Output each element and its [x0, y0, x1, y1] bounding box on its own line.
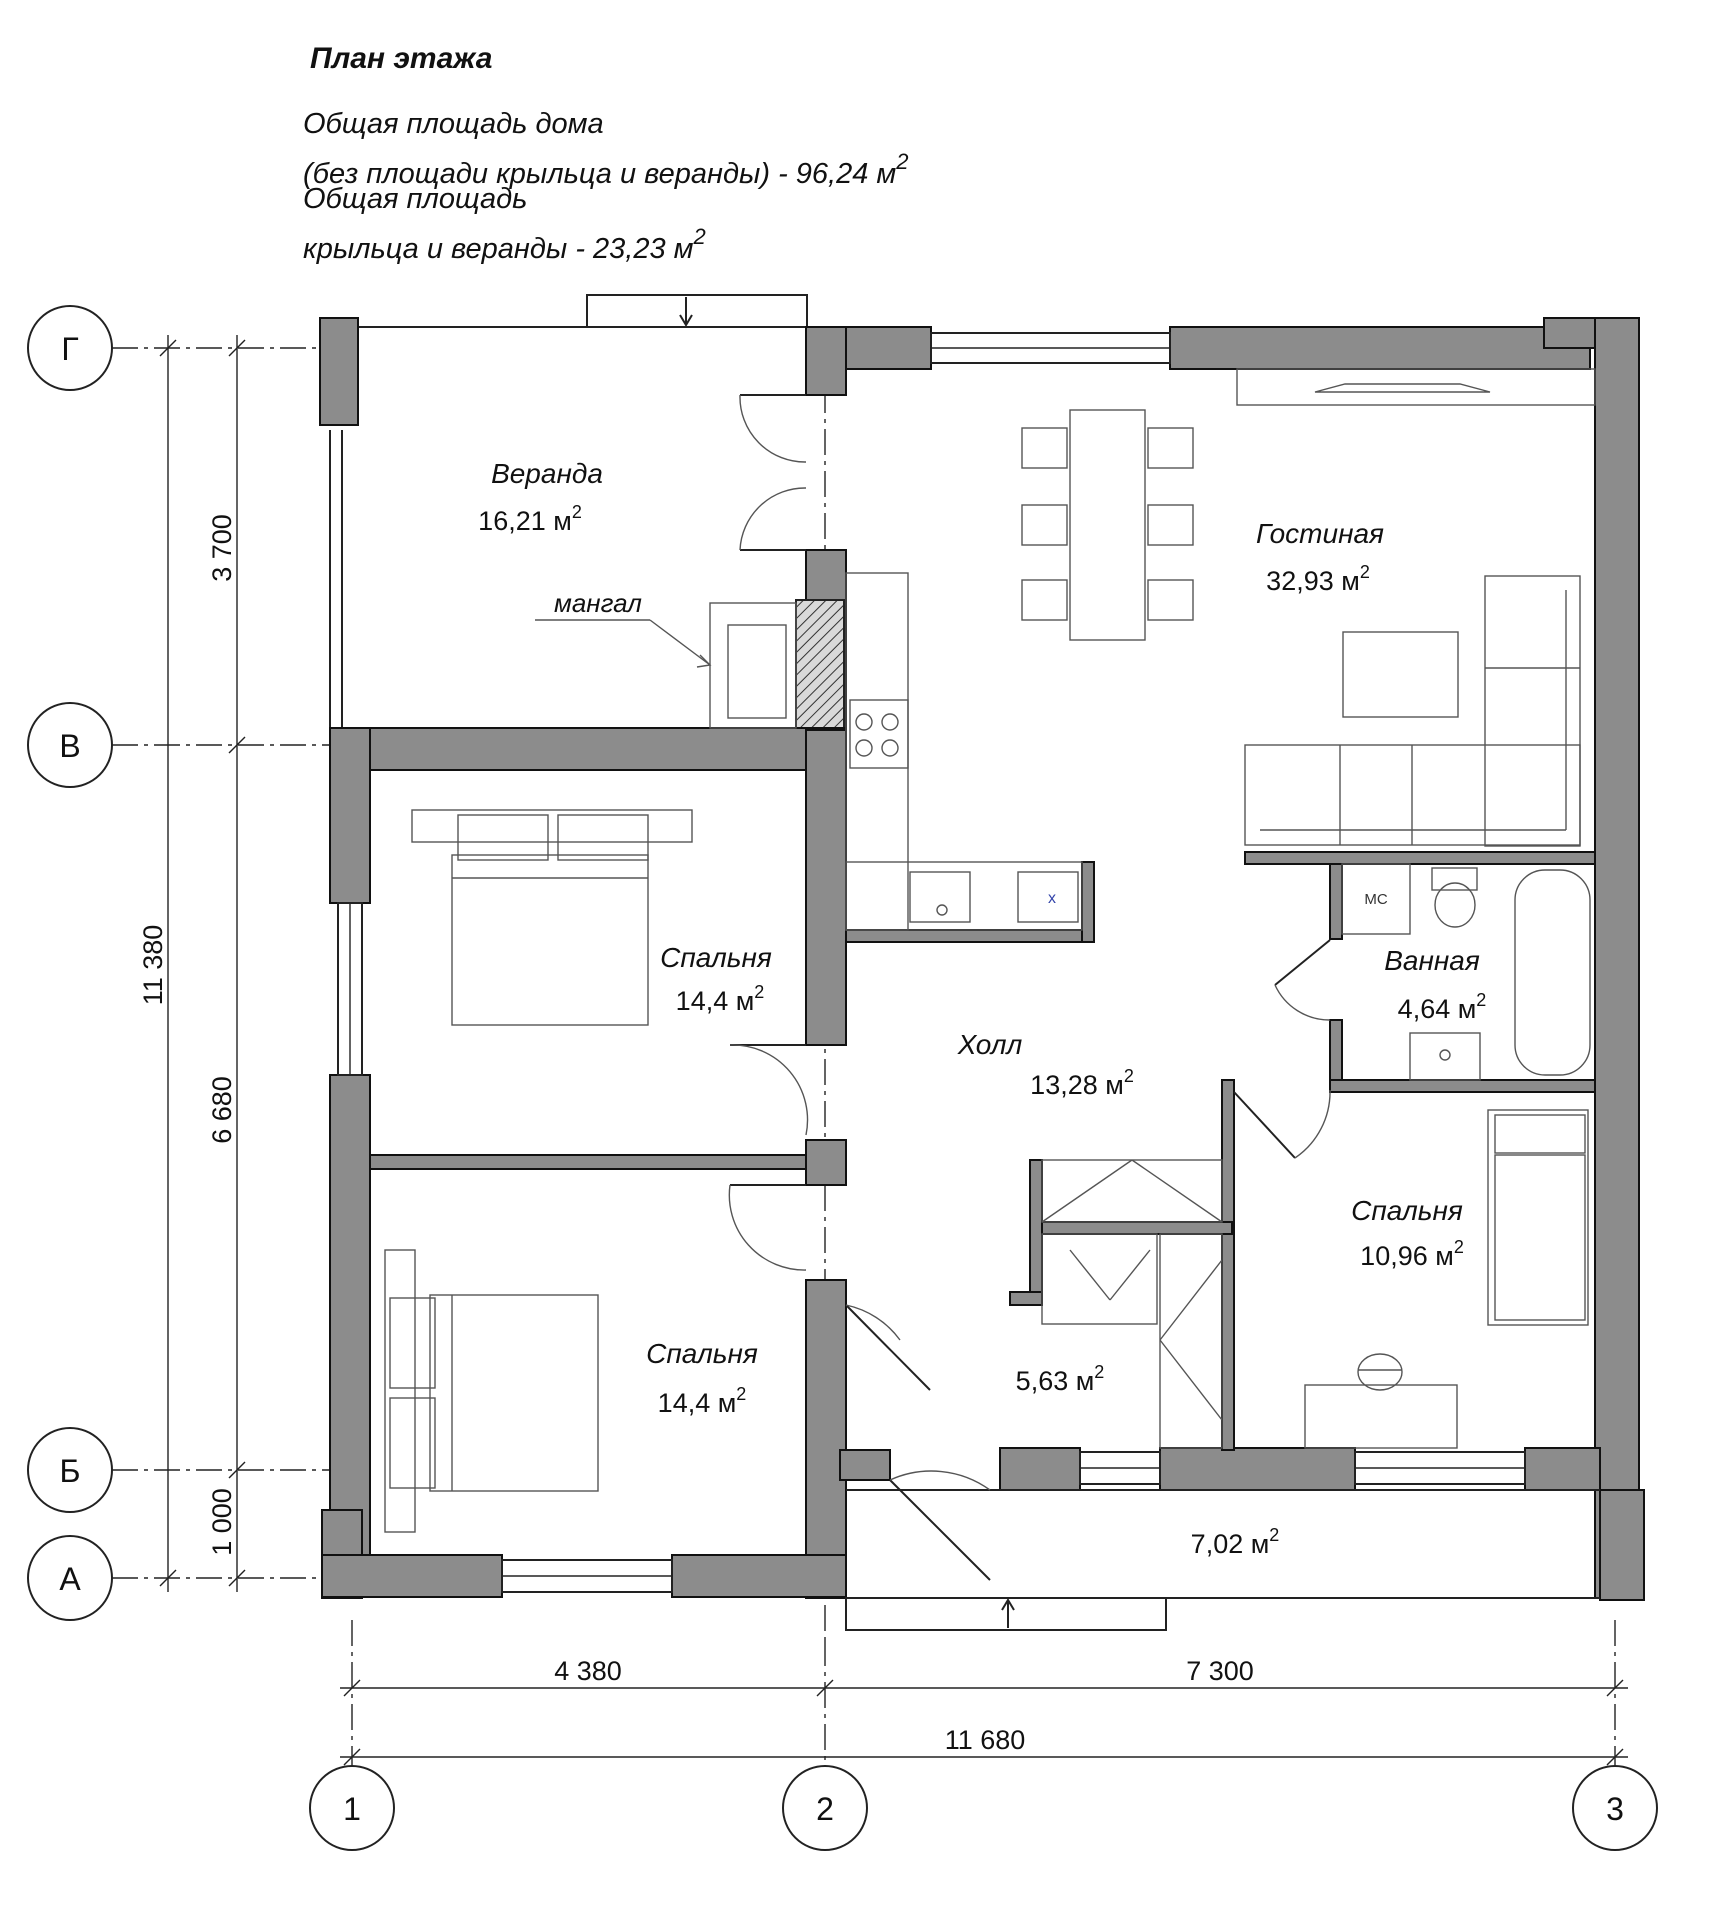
- room-area-porch: 7,02 м2: [1191, 1525, 1280, 1559]
- vertical-dimensions: [159, 335, 246, 1592]
- room-area-bedroom-3: 10,96 м2: [1360, 1237, 1464, 1271]
- svg-text:А: А: [59, 1561, 81, 1597]
- bbq-grill: [535, 602, 797, 729]
- total-area-note-line2: (без площади крыльца и веранды) - 96,24 …: [303, 149, 909, 190]
- coffee-table: [1342, 631, 1459, 718]
- svg-text:Б: Б: [60, 1453, 81, 1489]
- room-area-bedroom-2: 14,4 м2: [658, 1384, 747, 1418]
- bathroom-fixtures: МС: [1341, 863, 1591, 1081]
- corner-sofa: [1244, 575, 1581, 847]
- axis-marker-1: 1: [309, 1765, 395, 1851]
- room-area-bath: 4,64 м2: [1398, 990, 1487, 1024]
- svg-text:В: В: [59, 728, 80, 764]
- room-name-bath: Ванная: [1384, 945, 1480, 976]
- room-name-hall: Холл: [957, 1029, 1023, 1060]
- room-name-bedroom-3: Спальня: [1351, 1195, 1463, 1226]
- axis-marker-b: Б: [27, 1427, 113, 1513]
- axis-marker-a: А: [27, 1535, 113, 1621]
- bbq-label: мангал: [554, 588, 642, 618]
- room-name-living: Гостиная: [1256, 518, 1384, 549]
- room-area-storage: 5,63 м2: [1016, 1362, 1105, 1396]
- axis-marker-g: Г: [27, 305, 113, 391]
- dim-v-bot: 1 000: [207, 1488, 237, 1556]
- dim-h-right: 7 300: [1186, 1656, 1254, 1686]
- kitchen-counter: х: [845, 572, 1083, 931]
- axis-marker-v: В: [27, 702, 113, 788]
- dim-h-left: 4 380: [554, 1656, 622, 1686]
- dining-table: [1021, 409, 1194, 641]
- desk-bedroom-3: [1304, 1353, 1458, 1449]
- axis-marker-3: 3: [1572, 1765, 1658, 1851]
- dim-h-total: 11 680: [945, 1725, 1026, 1755]
- axis-marker-2: 2: [782, 1765, 868, 1851]
- sink-mark: х: [1048, 890, 1056, 907]
- bed-bedroom-3: [1487, 1109, 1589, 1326]
- room-area-bedroom-1: 14,4 м2: [676, 982, 765, 1016]
- dim-v-mid: 6 680: [207, 1076, 237, 1144]
- horizontal-dimensions: [340, 1679, 1628, 1766]
- dim-v-total: 11 380: [138, 925, 168, 1006]
- svg-text:3: 3: [1606, 1791, 1624, 1827]
- doors: [728, 394, 1331, 1581]
- toilet-label: МС: [1364, 891, 1387, 908]
- bed-bedroom-1: [411, 809, 693, 1026]
- room-area-hall: 13,28 м2: [1030, 1066, 1134, 1100]
- room-name-veranda: Веранда: [491, 458, 603, 489]
- bed-bedroom-2: [384, 1249, 599, 1533]
- porch-area-note-line1: Общая площадь: [303, 183, 527, 215]
- room-name-bedroom-2: Спальня: [646, 1338, 758, 1369]
- svg-text:2: 2: [816, 1791, 834, 1827]
- svg-text:1: 1: [343, 1791, 361, 1827]
- room-area-veranda: 16,21 м2: [478, 502, 582, 536]
- svg-text:Г: Г: [61, 331, 78, 367]
- kitchen-hood: [1236, 368, 1596, 406]
- porch-outline: [845, 1489, 1600, 1631]
- room-area-living: 32,93 м2: [1266, 562, 1370, 596]
- walls: [319, 317, 1645, 1601]
- total-area-note-line1: Общая площадь дома: [303, 108, 604, 140]
- closet-cross: [1041, 1159, 1223, 1449]
- plan-title: План этажа: [310, 42, 492, 75]
- veranda-outline: [320, 294, 808, 728]
- dim-v-top: 3 700: [207, 514, 237, 582]
- room-name-bedroom-1: Спальня: [660, 942, 772, 973]
- porch-area-note-line2: крыльца и веранды - 23,23 м2: [303, 224, 706, 265]
